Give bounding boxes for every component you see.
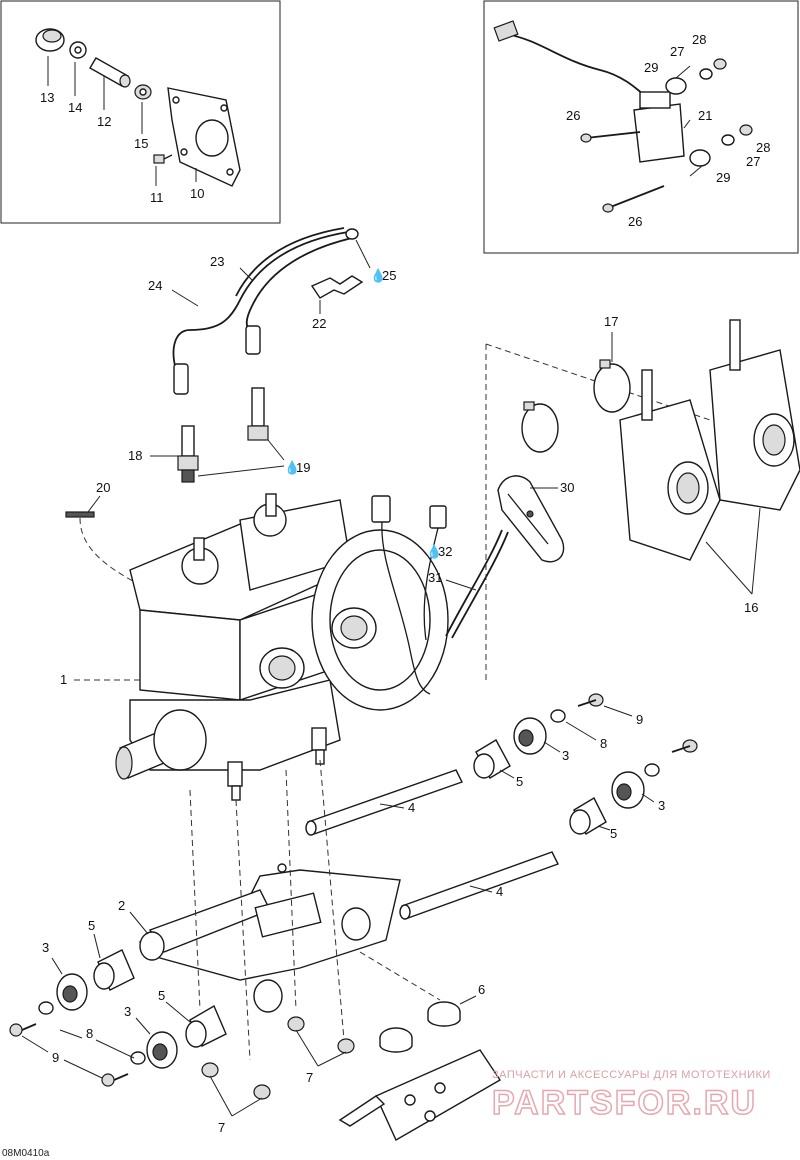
label-9a: 9 [636, 712, 643, 727]
part-7-nuts [201, 1016, 355, 1100]
label-21: 21 [698, 108, 712, 123]
label-4b: 4 [496, 884, 503, 899]
label-1: 1 [60, 672, 67, 687]
part-6-rubber-stops [379, 1001, 461, 1053]
label-29b: 29 [716, 170, 730, 185]
label-31: 31 [428, 570, 442, 585]
watermark-brand: PARTSFOR.RU [492, 1084, 757, 1122]
label-3c: 3 [42, 940, 49, 955]
part-1-engine [115, 493, 449, 801]
label-5c: 5 [88, 918, 95, 933]
part-8-washers-right [550, 709, 660, 777]
part-16-carburetors [619, 319, 800, 561]
watermark: ЗАПЧАСТИ И АКСЕССУАРЫ ДЛЯ МОТОТЕХНИКИ PA… [491, 1069, 771, 1123]
part-22-clips [310, 275, 364, 299]
label-4a: 4 [408, 800, 415, 815]
figure-code: 08M0410a [2, 1148, 50, 1159]
label-7b: 7 [218, 1120, 225, 1135]
label-10: 10 [190, 186, 204, 201]
label-27b: 27 [746, 154, 760, 169]
label-22: 22 [312, 316, 326, 331]
part-3-mounts-right [513, 717, 645, 809]
label-16: 16 [744, 600, 758, 615]
label-17: 17 [604, 314, 618, 329]
base-frame [338, 1049, 501, 1141]
label-3d: 3 [124, 1004, 131, 1019]
label-5d: 5 [158, 988, 165, 1003]
inset-box-right: 28 27 29 26 21 28 27 29 26 [483, 0, 799, 254]
part-31-rope [445, 529, 509, 639]
label-23: 23 [210, 254, 224, 269]
part-13-cap [35, 28, 65, 52]
part-3-mounts-left [56, 973, 178, 1069]
label-28a: 28 [692, 32, 706, 47]
part-10-plate [167, 87, 241, 187]
label-3b: 3 [658, 798, 665, 813]
label-25: 25 [382, 268, 396, 283]
label-7a: 7 [306, 1070, 313, 1085]
label-28b: 28 [756, 140, 770, 155]
part-30-rewind-handle [497, 475, 565, 563]
part-8-washers-left [38, 1001, 146, 1065]
part-27-washers [699, 68, 735, 146]
label-12: 12 [97, 114, 111, 129]
label-6: 6 [478, 982, 485, 997]
part-2-engine-bracket [138, 863, 401, 1013]
label-3a: 3 [562, 748, 569, 763]
part-9-bolts-right [577, 693, 698, 753]
part-12-spacer [89, 57, 131, 88]
label-14: 14 [68, 100, 82, 115]
label-26b: 26 [628, 214, 642, 229]
label-26a: 26 [566, 108, 580, 123]
label-5b: 5 [610, 826, 617, 841]
label-8b: 8 [86, 1026, 93, 1041]
part-4-shafts [305, 769, 559, 920]
label-24: 24 [148, 278, 162, 293]
part-17-clamps [521, 359, 631, 453]
label-27a: 27 [670, 44, 684, 59]
part-21-ignition-coil [493, 20, 685, 163]
label-2: 2 [118, 898, 125, 913]
label-19: 19 [296, 460, 310, 475]
fuel-lines [172, 227, 359, 395]
part-15-nut [134, 84, 152, 100]
label-20: 20 [96, 480, 110, 495]
label-29a: 29 [644, 60, 658, 75]
part-11-bolt [153, 154, 173, 164]
droplet-icon-32: 💧 [426, 544, 442, 559]
watermark-tagline: ЗАПЧАСТИ И АКСЕССУАРЫ ДЛЯ МОТОТЕХНИКИ [492, 1069, 771, 1081]
label-11: 11 [150, 190, 164, 205]
part-5-bushings-left [93, 949, 227, 1048]
label-13: 13 [40, 90, 54, 105]
part-5-bushings-right [473, 739, 607, 835]
label-5a: 5 [516, 774, 523, 789]
part-18-spark-plugs [177, 387, 269, 483]
label-30: 30 [560, 480, 574, 495]
label-18: 18 [128, 448, 142, 463]
droplet-icon-25: 💧 [370, 268, 386, 283]
part-14-washer [69, 41, 87, 59]
label-8a: 8 [600, 736, 607, 751]
label-15: 15 [134, 136, 148, 151]
part-20-decal [65, 511, 95, 518]
label-9b: 9 [52, 1050, 59, 1065]
droplet-icon-19: 💧 [284, 460, 300, 475]
label-32: 32 [438, 544, 452, 559]
inset-box-left: 13 14 12 15 11 10 [0, 0, 281, 224]
part-29-bushings [665, 77, 711, 167]
part-9-bolts-left [9, 1023, 129, 1087]
part-28-nuts [713, 58, 753, 136]
part-26-bolts [580, 131, 665, 213]
